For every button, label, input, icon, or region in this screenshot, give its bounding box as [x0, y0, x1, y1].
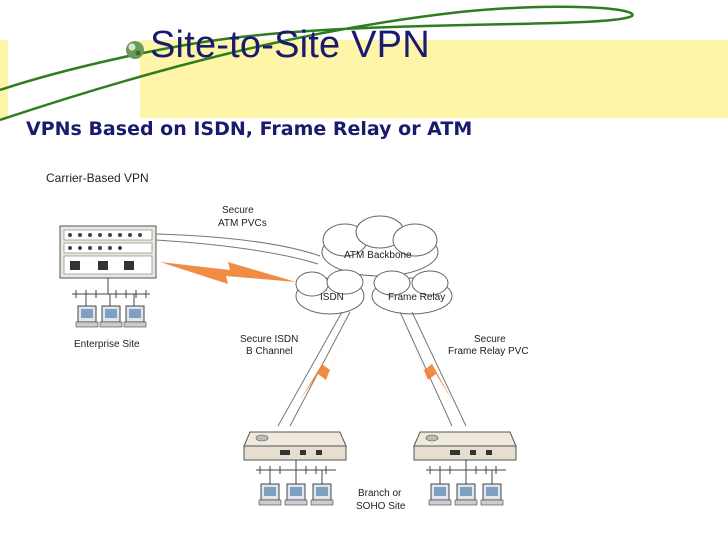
computer-icon [284, 483, 308, 506]
decorative-swoosh [0, 5, 634, 122]
atm-backbone-label: ATM Backbone [344, 250, 412, 261]
cloud-icon [371, 270, 453, 315]
enterprise-router-icon [59, 225, 157, 279]
bullet-globe-icon [126, 41, 144, 59]
branch-router-icon [413, 431, 517, 461]
enterprise-site-label: Enterprise Site [74, 339, 140, 350]
branch-lan [426, 460, 506, 484]
atm-pvc-line [155, 239, 319, 265]
atm-pvc-line [155, 233, 321, 257]
computer-icon [454, 483, 478, 506]
fr-link [411, 311, 467, 427]
computer-icon [99, 305, 123, 328]
slide-title: Site-to-Site VPN [150, 24, 430, 66]
branch-router-icon [243, 431, 347, 461]
frame-relay-label: Frame Relay [388, 292, 445, 303]
computer-icon [428, 483, 452, 506]
enterprise-lan [72, 278, 150, 306]
secure-fr-label-2: Frame Relay PVC [448, 346, 529, 357]
slide-subtitle: VPNs Based on ISDN, Frame Relay or ATM [26, 118, 473, 140]
diagram-heading: Carrier-Based VPN [46, 171, 149, 185]
cloud-icon [321, 215, 439, 277]
computer-icon [123, 305, 147, 328]
computer-icon [480, 483, 504, 506]
computer-icon [75, 305, 99, 328]
isdn-link [277, 311, 343, 427]
branch-lan [256, 460, 336, 484]
secure-atm-label-2: ATM PVCs [218, 218, 267, 229]
lightning-icon [160, 262, 296, 284]
secure-atm-label-1: Secure [222, 205, 254, 216]
branch-label-1: Branch or [358, 488, 402, 499]
secure-isdn-label-2: B Channel [246, 346, 293, 357]
secure-isdn-label-1: Secure ISDN [240, 334, 298, 345]
computer-icon [258, 483, 282, 506]
branch-label-2: SOHO Site [356, 501, 406, 512]
cloud-icon [295, 269, 365, 315]
lightning-icon [402, 318, 452, 400]
computer-icon [310, 483, 334, 506]
title-band [140, 40, 728, 118]
secure-fr-label-1: Secure [474, 334, 506, 345]
isdn-label: ISDN [320, 292, 344, 303]
left-accent-strip [0, 40, 8, 118]
